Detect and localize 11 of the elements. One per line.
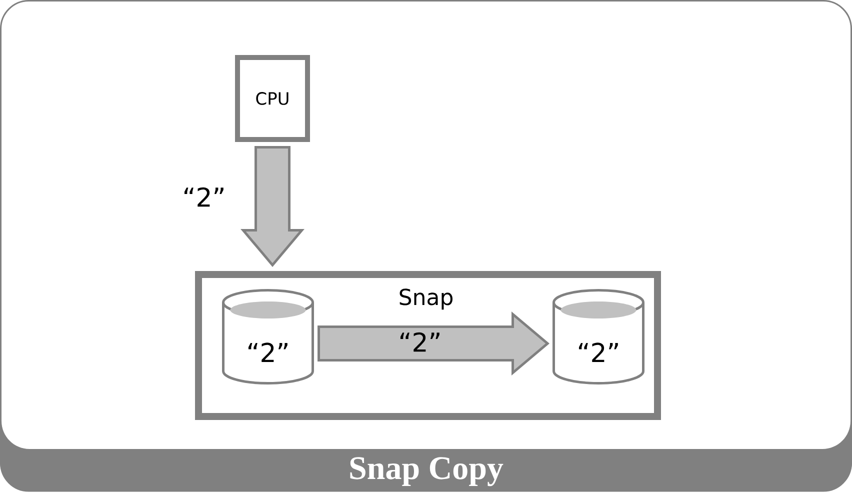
database-cylinder: “2” <box>222 289 314 385</box>
title-band: Snap Copy <box>0 421 852 491</box>
block-arrow <box>318 312 550 376</box>
label: Snap <box>400 288 452 310</box>
node-label: “2” <box>248 342 288 362</box>
box: CPU <box>235 55 310 142</box>
edge-label: “2” <box>397 331 443 353</box>
node-label: “2” <box>578 342 618 362</box>
edge-label: “2” <box>181 186 227 208</box>
block-arrow <box>240 146 304 267</box>
database-cylinder: “2” <box>552 289 644 385</box>
